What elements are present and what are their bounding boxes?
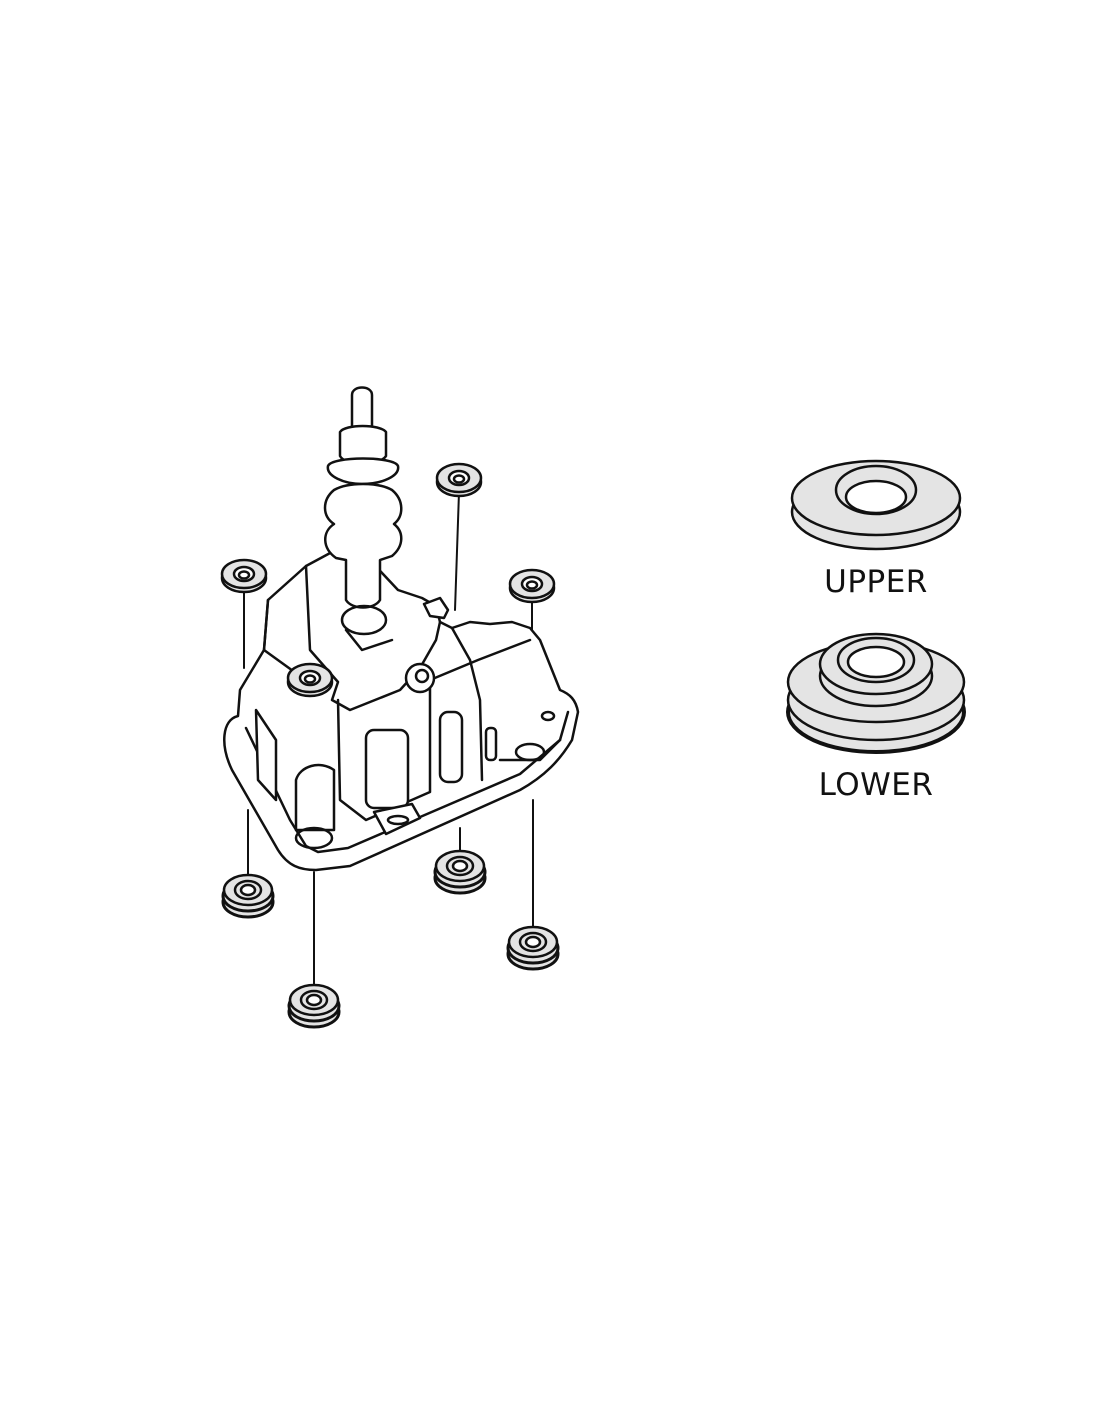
upper-bushing-detail [790, 459, 962, 551]
lower-label: LOWER [818, 767, 934, 803]
upper-grommet-2 [220, 558, 268, 594]
upper-label: UPPER [824, 564, 928, 600]
lower-grommet-1 [221, 873, 275, 919]
lower-bushing-detail [786, 632, 966, 754]
upper-grommet-4 [286, 662, 334, 698]
lower-grommet-3 [506, 925, 560, 971]
upper-grommet-3 [508, 568, 556, 604]
shift-shaft [323, 386, 403, 652]
upper-grommet-1 [435, 462, 483, 498]
lower-grommet-4 [287, 983, 341, 1029]
lower-grommet-2 [433, 849, 487, 895]
